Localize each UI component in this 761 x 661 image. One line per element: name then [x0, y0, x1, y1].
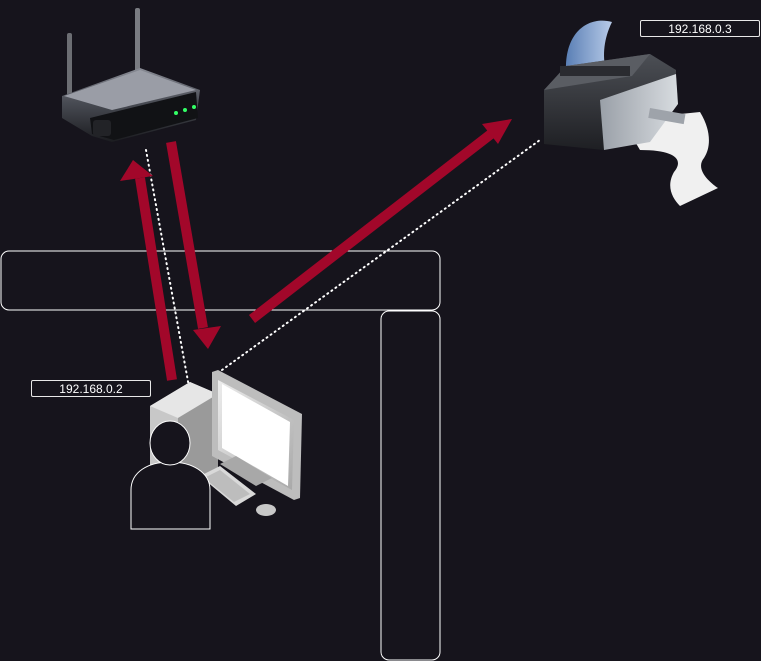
router-pc-dotted-link	[145, 149, 192, 399]
vertical-box	[380, 310, 441, 661]
horizontal-box	[0, 250, 441, 311]
arrow-pc-to-printer	[248, 119, 512, 323]
desktop-computer-icon	[150, 370, 302, 516]
printer-ip-label: 192.168.0.3	[640, 20, 760, 37]
arrow-pc-to-router	[120, 160, 177, 381]
pc-ip-label: 192.168.0.2	[31, 380, 151, 397]
wifi-router-icon	[62, 8, 200, 142]
user-silhouette-icon	[130, 420, 211, 530]
arrow-router-to-pc	[166, 141, 221, 349]
pc-printer-dotted-link	[221, 139, 541, 371]
printer-icon	[544, 20, 718, 206]
